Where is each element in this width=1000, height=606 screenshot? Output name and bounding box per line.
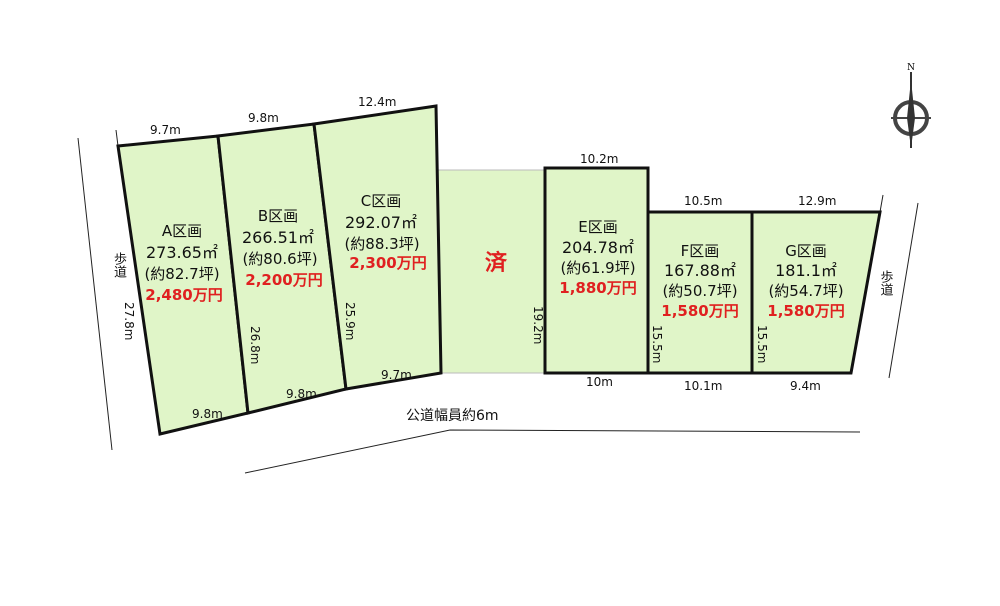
left-lot-edge-extension xyxy=(115,129,119,147)
right-sidewalk-line xyxy=(888,202,919,379)
lot-name: E区画 xyxy=(578,218,617,236)
sidewalk-left-label: 歩道 xyxy=(100,252,127,278)
lot-g[interactable] xyxy=(750,210,882,375)
lot-c[interactable] xyxy=(312,104,443,391)
sidewalk-left-char1: 歩道 xyxy=(100,252,127,278)
dim-side: 19.2m xyxy=(531,306,545,344)
dim-top: 10.2m xyxy=(580,152,618,166)
dim-side: 27.8m xyxy=(122,302,136,340)
dim-bottom: 10m xyxy=(586,375,613,389)
dim-bottom: 9.7m xyxy=(381,368,412,382)
lot-f-labels: F区画 167.88㎡ (約50.7坪) 1,580万円 10.5m 15.5m… xyxy=(650,194,739,393)
lot-area: 204.78㎡ xyxy=(562,238,634,257)
lot-area: 292.07㎡ xyxy=(345,213,417,232)
dim-bottom: 9.8m xyxy=(192,407,223,421)
road-far-edge xyxy=(244,429,861,474)
lot-price: 2,200万円 xyxy=(245,271,322,289)
right-lot-edge-extension xyxy=(879,194,884,213)
lot-b-labels: B区画 266.51㎡ (約80.6坪) 2,200万円 9.8m 26.8m … xyxy=(242,111,323,401)
lot-name: A区画 xyxy=(162,222,202,240)
lot-name: F区画 xyxy=(681,242,720,260)
lot-g-labels: G区画 181.1㎡ (約54.7坪) 1,580万円 12.9m 15.5m … xyxy=(755,194,845,393)
dim-side: 26.8m xyxy=(248,326,262,364)
sidewalk-right-label: 歩道 xyxy=(878,270,894,296)
dim-top: 12.9m xyxy=(798,194,836,208)
lot-tsubo: (約82.7坪) xyxy=(144,265,219,283)
dim-bottom: 10.1m xyxy=(684,379,722,393)
dim-side: 15.5m xyxy=(650,325,664,363)
road-label: 公道幅員約6m xyxy=(406,408,499,424)
lot-area: 266.51㎡ xyxy=(242,228,314,247)
dim-top: 9.7m xyxy=(150,123,181,137)
lot-area: 273.65㎡ xyxy=(146,243,218,262)
dim-top: 12.4m xyxy=(358,95,396,109)
lot-price: 2,300万円 xyxy=(349,254,426,272)
sold-mark: 済 xyxy=(485,250,508,276)
dim-bottom: 9.4m xyxy=(790,379,821,393)
lot-price: 2,480万円 xyxy=(145,286,222,304)
lot-tsubo: (約88.3坪) xyxy=(344,235,419,253)
left-sidewalk-line xyxy=(77,137,113,451)
lot-e-labels: E区画 204.78㎡ (約61.9坪) 1,880万円 10.2m 19.2m… xyxy=(531,152,637,389)
lot-tsubo: (約50.7坪) xyxy=(662,282,737,300)
lot-name: B区画 xyxy=(258,207,298,225)
lot-tsubo: (約80.6坪) xyxy=(242,250,317,268)
dim-top: 9.8m xyxy=(248,111,279,125)
lot-tsubo: (約61.9坪) xyxy=(560,259,635,277)
lot-name: C区画 xyxy=(361,192,401,210)
dim-bottom: 9.8m xyxy=(286,387,317,401)
lot-price: 1,880万円 xyxy=(559,279,636,297)
lot-a-labels: A区画 273.65㎡ (約82.7坪) 2,480万円 9.7m 27.8m … xyxy=(122,123,223,421)
lot-price: 1,580万円 xyxy=(661,302,738,320)
compass-north-label: N xyxy=(907,63,915,73)
lot-area: 181.1㎡ xyxy=(775,261,837,280)
lot-price: 1,580万円 xyxy=(767,302,844,320)
north-compass-icon: N xyxy=(891,63,931,148)
lot-tsubo: (約54.7坪) xyxy=(768,282,843,300)
dim-side: 25.9m xyxy=(343,302,357,340)
lot-name: G区画 xyxy=(785,242,827,260)
dim-side: 15.5m xyxy=(755,325,769,363)
lot-c-labels: C区画 292.07㎡ (約88.3坪) 2,300万円 12.4m 25.9m… xyxy=(343,95,427,382)
lot-area: 167.88㎡ xyxy=(664,261,736,280)
dim-top: 10.5m xyxy=(684,194,722,208)
